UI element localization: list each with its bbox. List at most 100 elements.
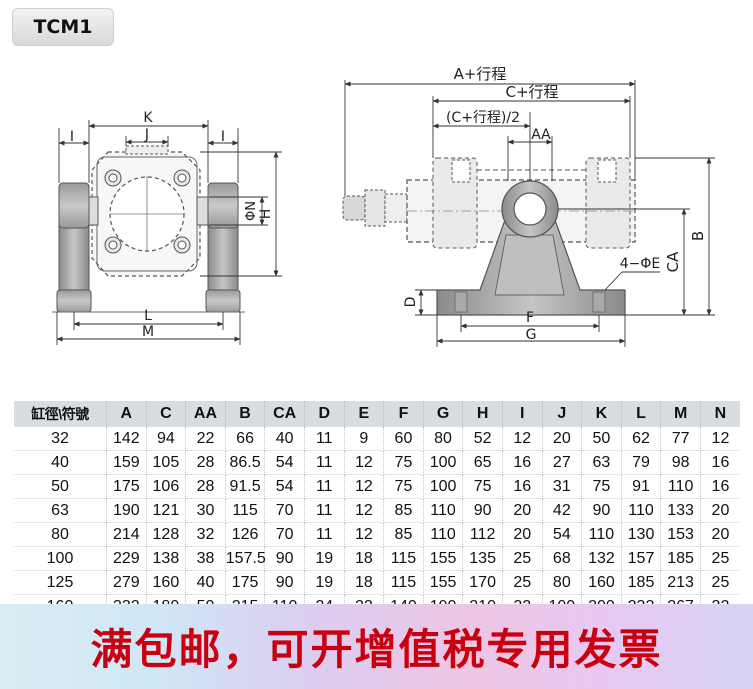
dim-aa: AA bbox=[531, 127, 551, 143]
table-cell: 135 bbox=[462, 546, 503, 571]
table-cell: 130 bbox=[621, 522, 662, 547]
table-cell: 160 bbox=[581, 570, 622, 595]
table-cell: 128 bbox=[146, 522, 187, 547]
dim-f: F bbox=[526, 310, 534, 326]
side-view: A+行程 C+行程 (C+行程)/2 AA B CA 4−ΦE D F G bbox=[342, 65, 715, 347]
table-cell: 54 bbox=[264, 474, 305, 499]
header-cell: C bbox=[146, 401, 187, 427]
table-cell: 16 bbox=[502, 450, 543, 475]
header-cell: D bbox=[304, 401, 345, 427]
table-cell: 20 bbox=[542, 427, 583, 451]
table-cell: 22 bbox=[185, 427, 226, 451]
table-cell: 19 bbox=[304, 570, 345, 595]
table-cell: 157.5 bbox=[225, 546, 266, 571]
front-view: I I K J ΦN H L M bbox=[52, 110, 282, 345]
table-cell: 25 bbox=[502, 570, 543, 595]
table-cell: 31 bbox=[542, 474, 583, 499]
table-cell: 9 bbox=[344, 427, 385, 451]
table-cell: 229 bbox=[106, 546, 147, 571]
table-cell: 40 bbox=[185, 570, 226, 595]
table-cell: 11 bbox=[304, 474, 345, 499]
table-cell: 20 bbox=[502, 498, 543, 523]
table-cell: 28 bbox=[185, 474, 226, 499]
table-cell: 75 bbox=[581, 474, 622, 499]
model-label: TCM1 bbox=[12, 8, 114, 46]
table-cell: 133 bbox=[660, 498, 701, 523]
table-cell: 100 bbox=[423, 474, 464, 499]
table-cell: 70 bbox=[264, 522, 305, 547]
table-cell: 52 bbox=[462, 427, 503, 451]
promo-banner: 满包邮，可开增值税专用发票 bbox=[0, 604, 753, 689]
header-cell: J bbox=[542, 401, 583, 427]
table-cell: 106 bbox=[146, 474, 187, 499]
bore-size-cell: 100 bbox=[14, 546, 107, 571]
table-cell: 100 bbox=[423, 450, 464, 475]
bore-size-cell: 80 bbox=[14, 522, 107, 547]
table-cell: 110 bbox=[423, 522, 464, 547]
table-cell: 105 bbox=[146, 450, 187, 475]
table-cell: 25 bbox=[502, 546, 543, 571]
table-cell: 115 bbox=[383, 546, 424, 571]
table-cell: 80 bbox=[423, 427, 464, 451]
table-cell: 60 bbox=[383, 427, 424, 451]
table-cell: 12 bbox=[344, 498, 385, 523]
table-cell: 11 bbox=[304, 522, 345, 547]
table-cell: 110 bbox=[621, 498, 662, 523]
table-cell: 214 bbox=[106, 522, 147, 547]
dimension-table: 缸徑\符號 A C AA B CA D E F G H I J K L M N … bbox=[14, 401, 740, 619]
promo-text: 满包邮，可开增值税专用发票 bbox=[90, 625, 663, 674]
header-cell: N bbox=[700, 401, 740, 427]
table-cell: 18 bbox=[344, 570, 385, 595]
table-cell: 110 bbox=[423, 498, 464, 523]
table-cell: 90 bbox=[581, 498, 622, 523]
header-cell: K bbox=[581, 401, 622, 427]
table-cell: 160 bbox=[146, 570, 187, 595]
table-cell: 159 bbox=[106, 450, 147, 475]
table-cell: 11 bbox=[304, 427, 345, 451]
bore-size-cell: 40 bbox=[14, 450, 107, 475]
header-cell: L bbox=[621, 401, 662, 427]
dim-h: H bbox=[258, 209, 274, 220]
table-cell: 115 bbox=[225, 498, 266, 523]
table-cell: 75 bbox=[383, 474, 424, 499]
table-cell: 90 bbox=[264, 570, 305, 595]
table-cell: 20 bbox=[502, 522, 543, 547]
table-cell: 16 bbox=[502, 474, 543, 499]
table-cell: 16 bbox=[700, 450, 740, 475]
table-cell: 185 bbox=[660, 546, 701, 571]
table-cell: 153 bbox=[660, 522, 701, 547]
table-cell: 12 bbox=[344, 522, 385, 547]
table-cell: 11 bbox=[304, 450, 345, 475]
table-cell: 85 bbox=[383, 522, 424, 547]
table-cell: 91.5 bbox=[225, 474, 266, 499]
table-cell: 170 bbox=[462, 570, 503, 595]
table-cell: 157 bbox=[621, 546, 662, 571]
header-cell: B bbox=[225, 401, 266, 427]
dim-d: D bbox=[403, 297, 419, 308]
table-cell: 19 bbox=[304, 546, 345, 571]
technical-drawing: I I K J ΦN H L M bbox=[52, 65, 715, 347]
dim-c-stroke: C+行程 bbox=[505, 83, 558, 101]
table-cell: 155 bbox=[423, 546, 464, 571]
header-cell: 缸徑\符號 bbox=[14, 401, 107, 427]
table-cell: 91 bbox=[621, 474, 662, 499]
table-cell: 110 bbox=[660, 474, 701, 499]
bore-size-cell: 50 bbox=[14, 474, 107, 499]
table-cell: 85 bbox=[383, 498, 424, 523]
dim-k: K bbox=[143, 110, 153, 126]
table-cell: 11 bbox=[304, 498, 345, 523]
table-cell: 12 bbox=[700, 427, 740, 451]
table-cell: 77 bbox=[660, 427, 701, 451]
table-cell: 98 bbox=[660, 450, 701, 475]
table-cell: 155 bbox=[423, 570, 464, 595]
header-cell: F bbox=[383, 401, 424, 427]
dim-c-half: (C+行程)/2 bbox=[446, 110, 520, 126]
dim-ca: CA bbox=[664, 251, 682, 272]
table-cell: 63 bbox=[581, 450, 622, 475]
header-cell: H bbox=[462, 401, 503, 427]
table-cell: 112 bbox=[462, 522, 503, 547]
